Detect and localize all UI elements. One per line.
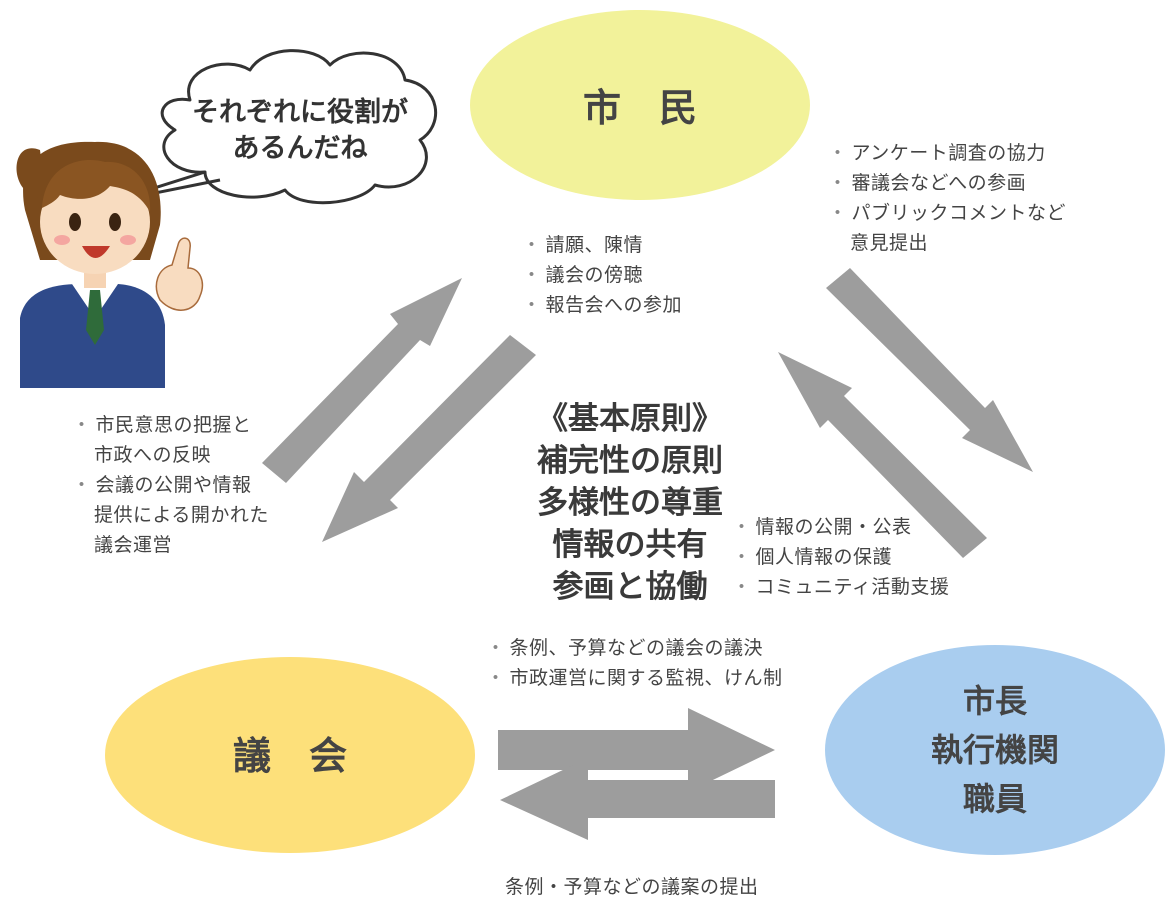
executive-line: 市長 <box>962 682 1027 720</box>
arrow-citizens-to-assembly <box>322 335 536 542</box>
arrow-assembly-to-executive <box>498 708 775 792</box>
principle-item: 参画と協働 <box>552 569 708 605</box>
note-item: ・個人情報の保護 <box>732 546 893 568</box>
note-item: ・市民意思の把握と <box>72 414 252 436</box>
note-item: ・審議会などへの参画 <box>828 172 1027 194</box>
note-item: ・請願、陳情 <box>522 234 644 256</box>
principle-item: 多様性の尊重 <box>537 485 723 521</box>
assembly-label: 議 会 <box>190 736 390 776</box>
executive-line: 職員 <box>962 780 1027 818</box>
executive-ellipse <box>825 645 1165 855</box>
note-item: ・パブリックコメントなど <box>828 202 1067 224</box>
note-item-continued: 市政への反映 <box>94 444 212 466</box>
speech-bubble-text: それぞれに役割が あるんだね <box>175 95 425 167</box>
student-character <box>16 141 204 388</box>
principle-item: 情報の共有 <box>552 527 708 563</box>
note-item: ・情報の公開・公表 <box>732 516 912 538</box>
note-executive-to-assembly: 条例・予算などの議案の提出 <box>505 872 759 902</box>
note-item: ・会議の公開や情報 <box>72 474 252 496</box>
note-item: ・コミュニティ活動支援 <box>732 576 950 598</box>
note-item: ・報告会への参加 <box>522 294 683 316</box>
note-citizens-to-executive: ・アンケート調査の協力 ・審議会などへの参画 ・パブリックコメントなど 意見提出 <box>828 138 1066 258</box>
arrow-citizens-to-executive <box>826 268 1033 472</box>
note-item: ・アンケート調査の協力 <box>828 142 1046 164</box>
executive-label: 市長 執行機関 職員 <box>895 677 1095 824</box>
citizens-label: 市 民 <box>540 88 740 128</box>
citizens-ellipse <box>470 10 810 200</box>
arrow-executive-to-citizens <box>778 352 987 558</box>
assembly-label-text: 議 会 <box>232 734 347 778</box>
note-citizens-to-assembly: ・請願、陳情 ・議会の傍聴 ・報告会への参加 <box>522 230 682 320</box>
principles-heading: 《基本原則》 <box>537 401 723 437</box>
arrow-executive-to-assembly <box>500 758 775 840</box>
arrow-assembly-to-citizens <box>262 278 462 483</box>
note-item-continued: 提供による開かれた <box>94 504 269 526</box>
note-executive-to-citizens: ・情報の公開・公表 ・個人情報の保護 ・コミュニティ活動支援 <box>732 512 949 602</box>
note-assembly-to-citizens: ・市民意思の把握と 市政への反映 ・会議の公開や情報 提供による開かれた 議会運… <box>72 410 269 560</box>
principle-item: 補完性の原則 <box>537 443 723 479</box>
note-item-continued: 意見提出 <box>850 232 929 254</box>
note-item: ・議会の傍聴 <box>522 264 644 286</box>
note-item: ・市政運営に関する監視、けん制 <box>486 667 783 689</box>
bubble-line: それぞれに役割が <box>192 97 408 128</box>
assembly-ellipse <box>105 657 475 853</box>
executive-line: 執行機関 <box>930 731 1059 769</box>
note-item-continued: 議会運営 <box>94 534 173 556</box>
bubble-line: あるんだね <box>232 133 368 164</box>
speech-bubble <box>108 49 437 205</box>
note-assembly-to-executive: ・条例、予算などの議会の議決 ・市政運営に関する監視、けん制 <box>486 633 783 693</box>
note-item: ・条例、予算などの議会の議決 <box>486 637 764 659</box>
note-item: 条例・予算などの議案の提出 <box>505 876 759 898</box>
basic-principles: 《基本原則》 補完性の原則 多様性の尊重 情報の共有 参画と協働 <box>505 398 755 608</box>
citizens-label-text: 市 民 <box>582 86 697 130</box>
